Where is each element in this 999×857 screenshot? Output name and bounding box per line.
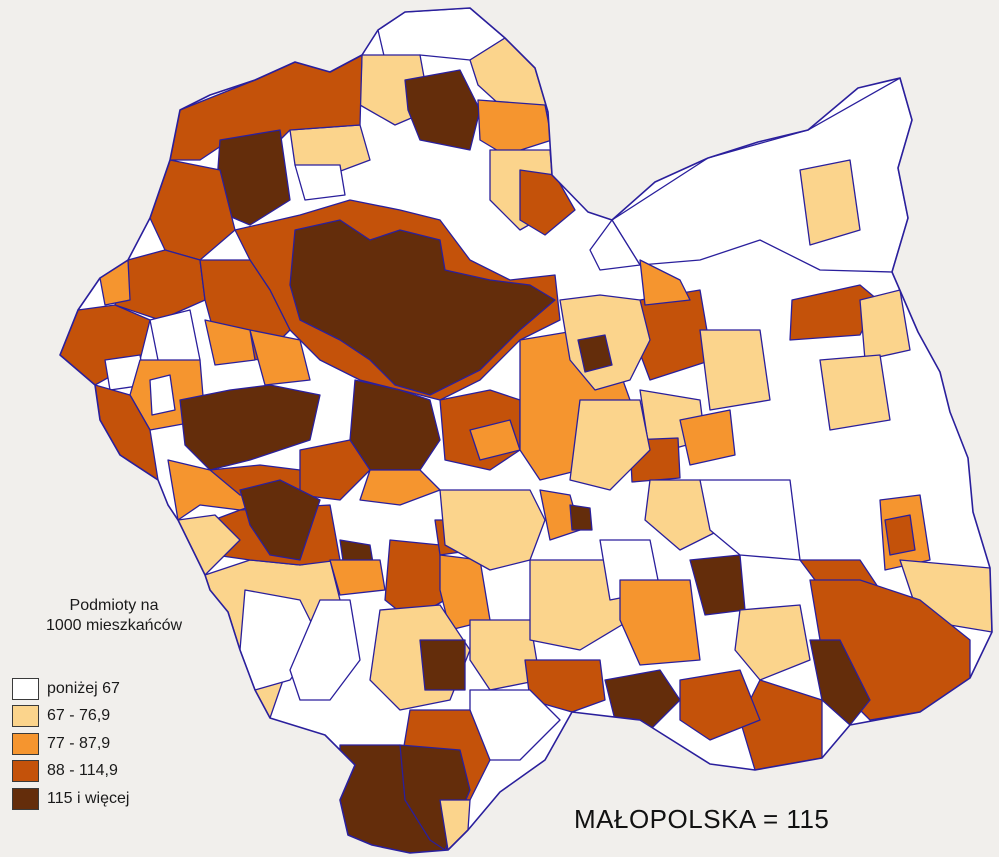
legend-swatch [12,760,39,783]
legend-label: 77 - 87,9 [47,734,111,752]
legend-label: poniżej 67 [47,679,120,697]
legend-title-line2: 1000 mieszkańców [45,617,183,634]
legend-item: 88 - 114,9 [12,758,129,786]
legend: poniżej 67 67 - 76,9 77 - 87,9 88 - 114,… [12,675,129,813]
legend-item: 67 - 76,9 [12,703,129,731]
legend-label: 115 i więcej [47,789,130,807]
legend-item: 77 - 87,9 [12,730,129,758]
region-boundary [59,7,993,854]
legend-item: poniżej 67 [12,675,129,703]
legend-swatch [12,787,39,810]
legend-swatch [12,705,39,728]
legend-label: 88 - 114,9 [47,762,118,780]
legend-swatch [12,677,39,700]
legend-label: 67 - 76,9 [47,707,111,725]
legend-title-line1: Podmioty na [69,597,159,614]
legend-swatch [12,732,39,755]
legend-item: 115 i więcej [12,785,129,813]
legend-title: Podmioty na 1000 mieszkańców [2,596,226,636]
region-total-label: MAŁOPOLSKA = 115 [574,804,830,834]
